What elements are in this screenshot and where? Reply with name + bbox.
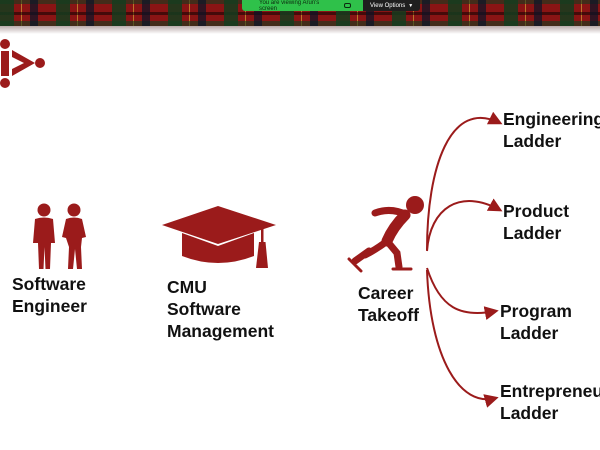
software-engineer-label: Software Engineer: [12, 273, 87, 317]
label-line: Engineer: [12, 296, 87, 316]
skater-icon: [347, 196, 424, 273]
arrow-to-product: [426, 198, 503, 252]
career-takeoff-label: Career Takeoff: [358, 282, 419, 326]
share-status: You are viewing Arun's screen: [242, 0, 363, 12]
ladder-entrepreneur: Entrepreneur Ladder: [500, 380, 600, 424]
label-line: CMU: [167, 277, 207, 297]
ladder-subtitle: Ladder: [503, 131, 562, 151]
view-options-button[interactable]: View Options ▼: [363, 0, 421, 11]
banner-shadow: [0, 26, 600, 34]
ladder-title: Program: [500, 301, 572, 321]
ladder-subtitle: Ladder: [503, 223, 562, 243]
label-line: Software: [167, 299, 241, 319]
logo-icon: [0, 39, 45, 88]
ladder-product: Product Ladder: [503, 200, 569, 244]
label-line: Software: [12, 274, 86, 294]
label-line: Takeoff: [358, 305, 419, 325]
cmu-label: CMU Software Management: [167, 276, 274, 342]
people-icon: [33, 203, 86, 269]
ladder-program: Program Ladder: [500, 300, 572, 344]
graduation-cap-icon: [162, 206, 276, 268]
label-line: Career: [358, 283, 414, 303]
screen-share-bar: You are viewing Arun's screen View Optio…: [242, 0, 421, 12]
ladder-title: Product: [503, 201, 570, 221]
chevron-down-icon: ▼: [408, 2, 414, 9]
label-line: Management: [167, 321, 274, 341]
arrow-to-program: [426, 267, 499, 321]
ladder-subtitle: Ladder: [500, 403, 559, 423]
arrow-to-entrepreneur: [426, 269, 499, 408]
ladder-subtitle: Ladder: [500, 323, 559, 343]
arrow-to-engineering: [426, 111, 503, 251]
share-status-text: You are viewing Arun's screen: [259, 0, 320, 12]
ladder-title: Entrepreneur: [500, 381, 600, 401]
arrow-group: [426, 111, 503, 408]
screen-icon: [344, 3, 351, 8]
view-options-label: View Options: [370, 2, 406, 9]
ladder-engineering: Engineering Ladder: [503, 108, 600, 152]
ladder-title: Engineering: [503, 109, 600, 129]
